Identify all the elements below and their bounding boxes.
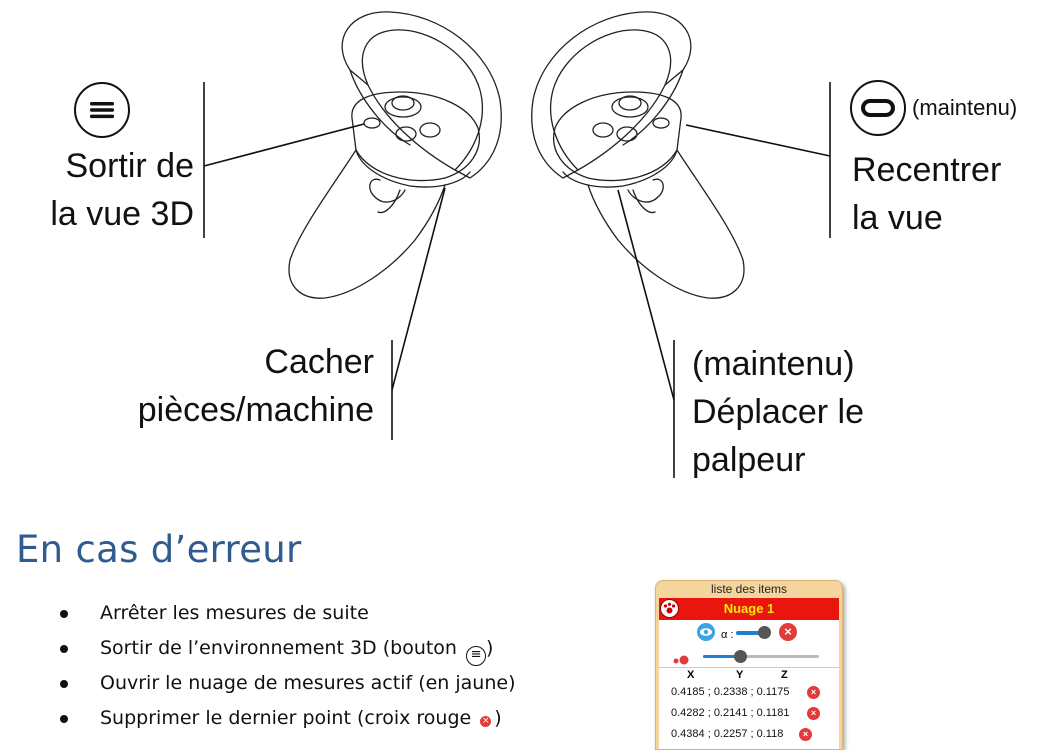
right-top-label-line2: la vue [852,199,943,237]
right-top-leader [685,124,831,157]
paw-glyph-icon [663,602,676,614]
alpha-slider-thumb[interactable] [758,626,771,639]
cloud-header[interactable]: Nuage 1 [659,598,839,620]
menu-icon [90,102,114,119]
menu-button-icon [74,82,130,138]
items-panel: liste des items Nuage 1 α : × X [655,580,843,750]
cloud-name: Nuage 1 [723,601,775,616]
panel-body: α : × X Y Z 0.4185 ; 0.2338 ; 0.1175 × 0… [659,620,839,749]
left-bottom-leader [391,187,446,391]
controllers-illustration [203,11,831,478]
right-bottom-leader [617,189,675,401]
list-item: Ouvrir le nuage de mesures actif (en jau… [58,666,516,701]
delete-point-icon[interactable]: × [807,707,820,720]
table-row: 0.4185 ; 0.2338 ; 0.1175 [671,686,790,698]
size-slider-track[interactable] [703,655,819,658]
list-item: Arrêter les mesures de suite [58,596,516,631]
panel-divider [659,667,839,668]
column-x: X [687,669,695,681]
alpha-label: α : [721,629,734,641]
menu-icon: ≡ [466,646,487,666]
alpha-slider[interactable] [736,631,769,635]
delete-point-icon[interactable]: × [807,686,820,699]
steps-list: Arrêter les mesures de suite Sortir de l… [58,596,516,736]
oculus-button-icon [850,80,906,136]
oculus-icon [861,99,895,117]
size-slider-thumb[interactable] [734,650,747,663]
left-top-label-line2: la vue 3D [50,195,194,233]
table-row: 0.4384 ; 0.2257 ; 0.118 [671,728,784,740]
delete-point-icon[interactable]: × [799,728,812,741]
list-item: Sortir de l’environnement 3D (bouton ≡) [58,631,516,666]
right-bottom-label-line1: (maintenu) [692,345,855,383]
panel-title: liste des items [710,582,788,596]
eye-icon[interactable] [697,623,715,641]
paw-icon[interactable] [660,599,679,618]
section-title: En cas d’erreur [16,528,302,571]
left-top-leader [203,123,365,167]
right-controller-icon [531,11,745,299]
delete-cloud-icon[interactable]: × [779,623,797,641]
left-controller-icon [288,11,502,299]
delete-icon: × [480,716,492,727]
right-bottom-label-line3: palpeur [692,441,806,479]
column-z: Z [781,669,788,681]
left-top-label-line1: Sortir de [65,147,195,185]
list-item: Supprimer le dernier point (croix rouge … [58,701,516,736]
column-y: Y [736,669,744,681]
right-top-hold-label: (maintenu) [912,95,1018,120]
left-bottom-label-line1: Cacher [264,343,374,381]
right-top-label-line1: Recentrer [852,151,1002,189]
right-bottom-label-line2: Déplacer le [692,393,864,431]
table-row: 0.4282 ; 0.2141 ; 0.1181 [671,707,790,719]
size-slider-fill [703,655,740,658]
point-size-icon [673,652,689,665]
left-bottom-label-line2: pièces/machine [137,391,374,429]
